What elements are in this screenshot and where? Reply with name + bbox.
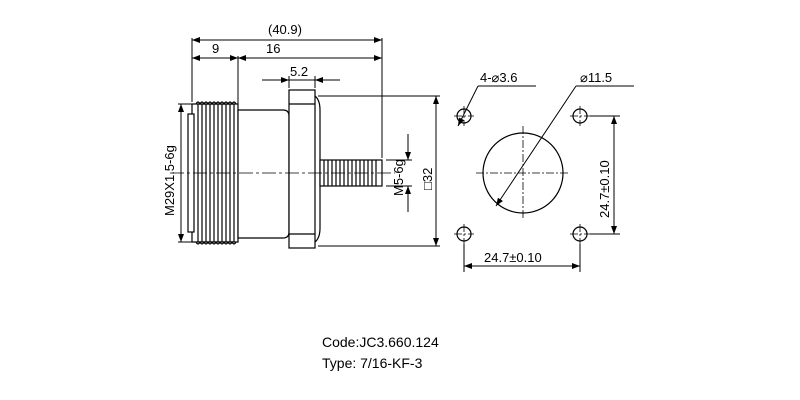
flange-square-label: □32 bbox=[420, 168, 435, 190]
flange-square-symbol: □ bbox=[420, 182, 435, 190]
part-type: Type: 7/16-KF-3 bbox=[322, 355, 423, 371]
holes-label: 4-⌀3.6 bbox=[480, 70, 517, 85]
side-view bbox=[170, 89, 395, 249]
pin-thread-label: M5-6g bbox=[391, 159, 406, 196]
part-code: Code:JC3.660.124 bbox=[322, 334, 439, 350]
front-view bbox=[454, 106, 590, 244]
main-thread-label: M29X1.5-6g bbox=[162, 145, 177, 216]
hole-spacing-h-label: 24.7±0.10 bbox=[484, 250, 542, 265]
flange-square-value: 32 bbox=[420, 168, 435, 182]
front-dimensions bbox=[457, 85, 634, 272]
thread-length-label: 9 bbox=[212, 41, 219, 56]
hole-spacing-v-label: 24.7±0.10 bbox=[597, 160, 612, 218]
body-length-label: 16 bbox=[266, 41, 280, 56]
front-dimension-labels: 4-⌀3.6 ⌀11.5 24.7±0.10 24.7±0.10 bbox=[480, 70, 612, 265]
connector-body bbox=[237, 109, 290, 239]
side-dimension-labels: (40.9) 9 16 5.2 M29X1.5-6g M5-6g □32 bbox=[162, 22, 435, 216]
flange-thickness-label: 5.2 bbox=[290, 64, 308, 79]
center-diameter-label: ⌀11.5 bbox=[580, 70, 612, 85]
overall-length-label: (40.9) bbox=[268, 22, 302, 37]
side-dimensions bbox=[178, 37, 440, 247]
flange bbox=[288, 89, 321, 249]
